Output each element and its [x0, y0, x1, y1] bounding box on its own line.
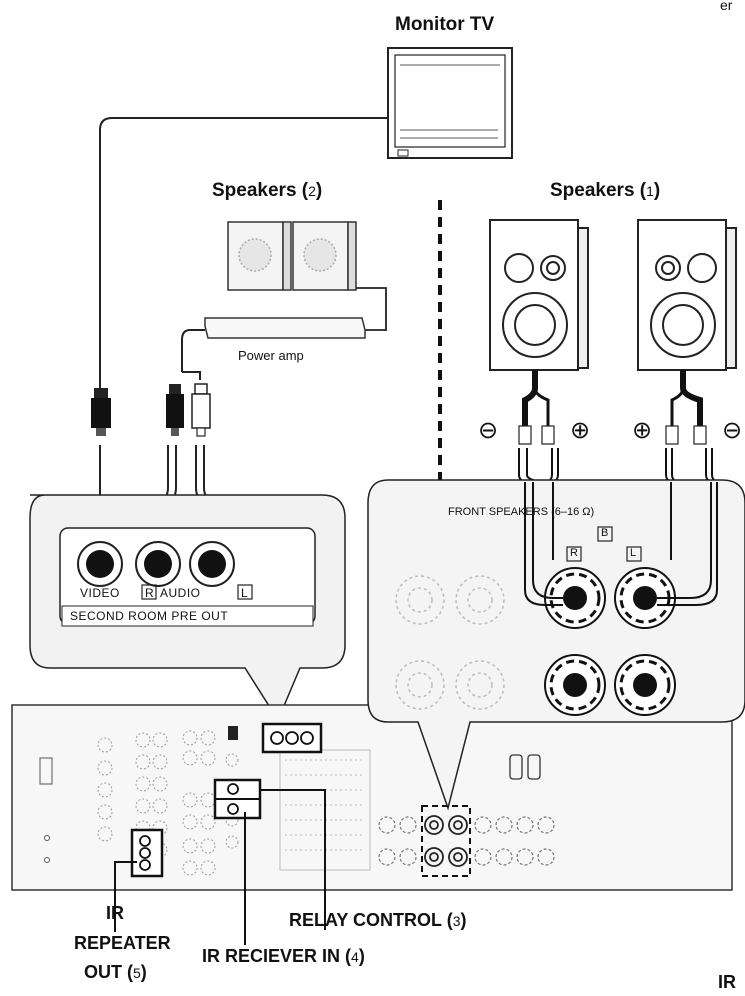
minus-right: ⊖: [722, 417, 743, 444]
monitor-tv-label: Monitor TV: [395, 14, 495, 35]
speakers-2-text: Speakers (: [212, 180, 309, 201]
ir-receiver-label: IR RECIEVER IN (4): [202, 946, 365, 967]
plus-right: ⊕: [632, 417, 653, 444]
bottom-right-label: IR: [718, 972, 736, 992]
power-amp-label: Power amp: [238, 348, 304, 363]
video-cable: [99, 117, 388, 395]
speaker-wires: [522, 370, 703, 428]
power-amp: [181, 317, 366, 380]
audio-label: AUDIO: [160, 586, 201, 600]
monitor-tv: [387, 47, 513, 159]
audio-l-label: L: [241, 586, 249, 600]
ir-repeater-line3: OUT (5): [84, 962, 147, 983]
speakers-1-close: ): [653, 180, 661, 201]
ir-repeater-out-text: OUT (: [84, 962, 133, 982]
speakers-2-close: ): [315, 180, 323, 201]
front-r-label: R: [570, 547, 578, 559]
audio-r-label: R: [145, 586, 155, 600]
ir-repeater-line2: REPEATER: [74, 933, 171, 953]
ir-repeater-number: 5: [133, 965, 141, 981]
ir-receiver-text: IR RECIEVER IN (: [202, 946, 352, 966]
speakers-2-label: Speakers (2): [212, 180, 322, 202]
speakers-1-number: 1: [646, 183, 654, 199]
relay-control-close: ): [460, 910, 467, 930]
second-room-pre-out-label: SECOND ROOM PRE OUT: [70, 609, 229, 623]
speakers-2: [227, 221, 357, 291]
relay-control-text: RELAY CONTROL (: [289, 910, 453, 930]
front-speakers-label: FRONT SPEAKERS (6–16 Ω): [448, 506, 595, 518]
speakers-2-number: 2: [308, 183, 316, 199]
leader-lines: [114, 789, 326, 945]
second-room-panel: [29, 494, 346, 722]
speakers-1-label: Speakers (1): [550, 180, 660, 202]
speakers-1-left: [489, 219, 589, 371]
plus-left: ⊕: [570, 417, 591, 444]
front-b-label: B: [601, 527, 609, 539]
relay-control-number: 3: [452, 913, 461, 929]
corner-text: er: [720, 0, 733, 13]
ir-repeater-line1: IR: [106, 903, 124, 923]
video-label: VIDEO: [80, 586, 120, 600]
speakers-1-right: [637, 219, 737, 371]
front-l-label: L: [630, 547, 637, 559]
front-speaker-panel: [367, 479, 745, 811]
ir-repeater-close: ): [140, 962, 147, 982]
ir-receiver-number: 4: [351, 949, 359, 965]
ir-receiver-close: ): [358, 946, 365, 966]
relay-control-label: RELAY CONTROL (3): [289, 910, 466, 931]
minus-left: ⊖: [478, 417, 499, 444]
audio-plug-r: [166, 384, 184, 436]
video-plug: [91, 388, 111, 436]
audio-plug-l: [191, 383, 211, 437]
receiver-back-panel: [11, 704, 733, 891]
speakers-1-text: Speakers (: [550, 180, 647, 201]
